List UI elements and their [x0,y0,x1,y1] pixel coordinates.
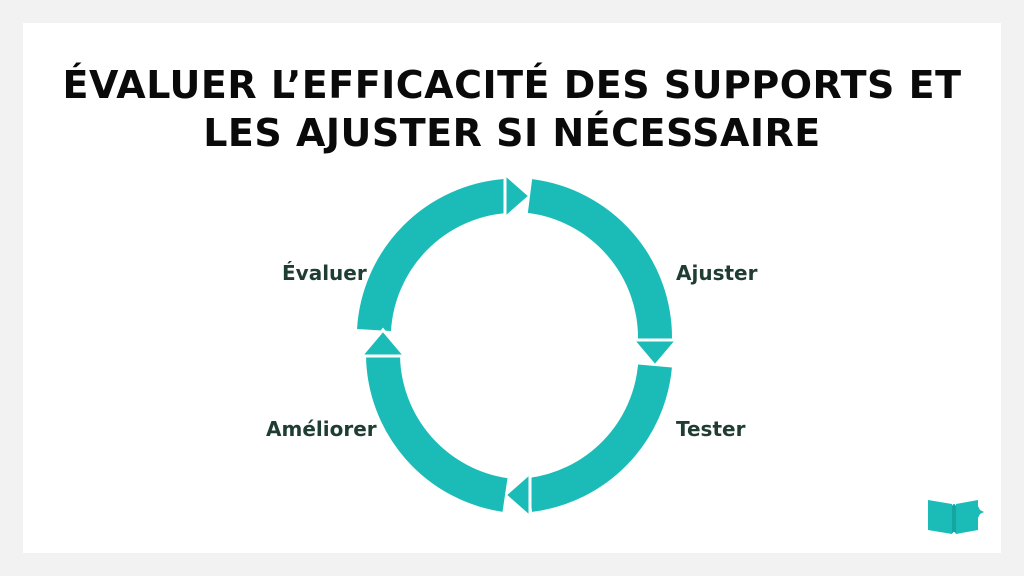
step-label-tester: Tester [676,417,746,441]
step-label-evaluer: Évaluer [282,261,367,285]
cycle-arrow-top [357,170,533,332]
cycle-arrow-bottom [502,364,672,521]
step-label-ameliorer: Améliorer [266,417,377,441]
step-label-ajuster: Ajuster [676,261,758,285]
slide-title: ÉVALUER L’EFFICACITÉ DES SUPPORTS ET LES… [23,61,1001,157]
open-book-sparkle-icon [928,500,984,534]
title-line-2: LES AJUSTER SI NÉCESSAIRE [203,111,821,155]
cycle-arrow-right [527,179,681,369]
title-line-1: ÉVALUER L’EFFICACITÉ DES SUPPORTS ET [62,63,962,107]
cycle-arrow-left [357,327,508,512]
slide-card: ÉVALUER L’EFFICACITÉ DES SUPPORTS ET LES… [23,23,1001,553]
